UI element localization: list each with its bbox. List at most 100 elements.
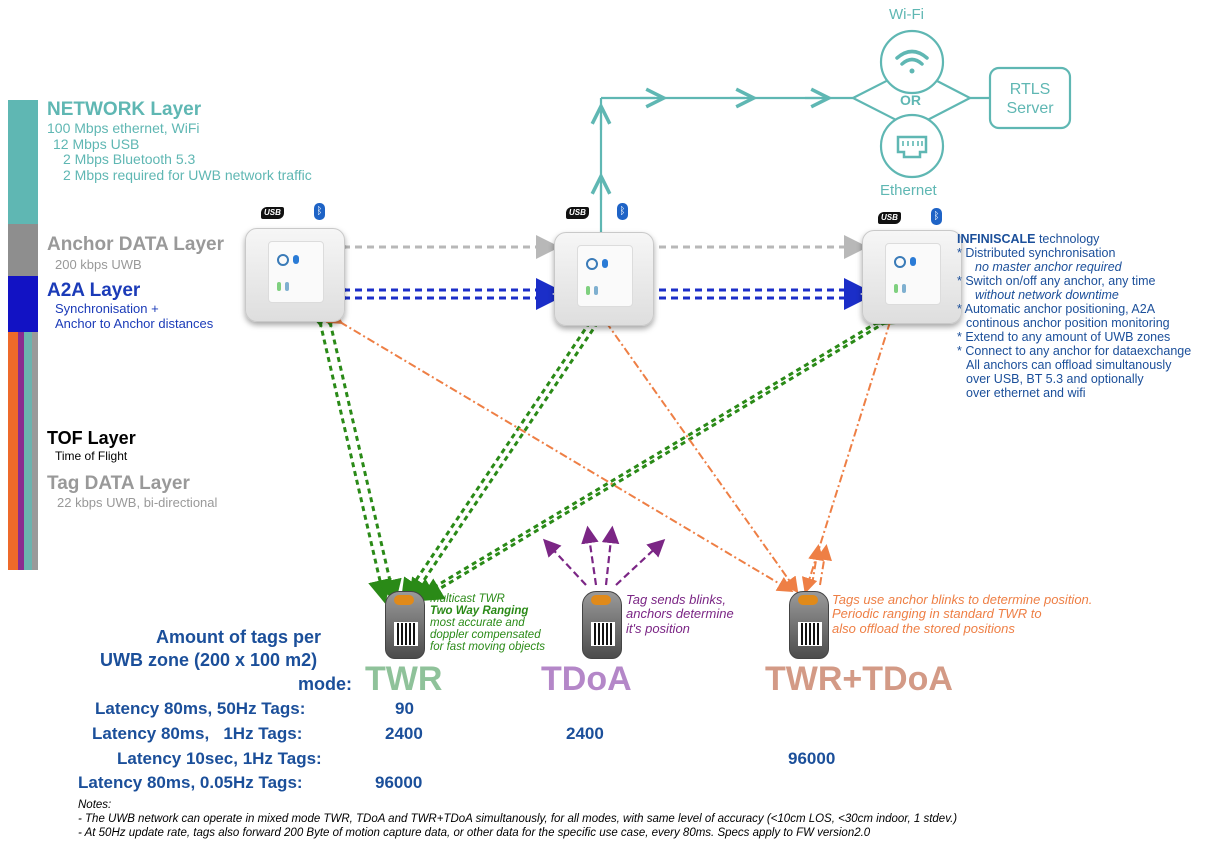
tdoa-blink-left [543,538,587,586]
tdoa-note-line: it's position [626,620,690,636]
twr-note-line: most accurate and [430,617,525,630]
infiniscale-panel: INFINISCALE technology * Distributed syn… [957,232,1219,400]
mode-tdoa: TDoA [541,660,632,698]
row-label: Latency 10sec, 1Hz Tags: [117,749,322,768]
twr-note-line: doppler compensated [430,629,541,642]
twrtdoa-note-line: Periodic ranging in standard TWR to [832,606,1042,622]
rtls-label-line: RTLS [1009,81,1051,98]
server-label-line: Server [1006,100,1054,118]
twrtdoa-links [325,307,902,594]
ethernet-circle [879,113,945,179]
mode-twrtdoa: TWR+TDoA [765,660,953,698]
anchor-bluetooth-icon [602,259,608,268]
anchor-device-right [862,230,962,324]
tdoa-blinks [543,525,666,586]
anchor-bluetooth-icon [293,255,299,264]
tag-qr-code [591,622,615,646]
twrtdoa-blink-1 [808,544,824,586]
usb-icon: USB [878,212,901,224]
wifi-icon [895,49,929,74]
anchor-logo-icon [894,256,906,268]
row-value-twr: 2400 [385,724,423,743]
infiniscale-item: * Distributed synchronisation [957,246,1116,260]
tag-device-twr [385,591,425,659]
or-label: OR [900,92,921,108]
infiniscale-item: * Automatic anchor positioning, A2A [957,302,1156,316]
rtls-server-label: RTLS Server [990,80,1070,118]
twrtdoa-blink-2 [816,544,832,586]
table-header-1: Amount of tags per [156,627,321,647]
tdoa-blink-right [615,538,666,586]
infiniscale-item: no master anchor required [975,260,1122,274]
anchor-face [885,243,941,305]
anchor-data-layer-title: Anchor DATA Layer [47,234,225,255]
notes-line: - At 50Hz update rate, tags also forward… [78,826,871,839]
tdoa-note-line: Tag sends blinks, [626,592,726,607]
rtls-server-box [988,66,1072,130]
infiniscale-title-bold: INFINISCALE [957,232,1036,246]
tag-data-layer-bar-2 [32,332,38,570]
twr-link-a1 [304,301,392,604]
tag-qr-code [798,622,822,646]
tag-data-layer-sub: 22 kbps UWB, bi-directional [57,495,218,510]
tof-layer-bar-2 [18,332,24,570]
anchor-data-layer-bar [8,224,38,276]
anchor-face [268,241,324,303]
tag-data-layer-title: Tag DATA Layer [47,473,190,494]
wifi-label: Wi-Fi [889,6,924,23]
infiniscale-title-rest: technology [1035,232,1100,246]
tag-device-twrtdoa [789,591,829,659]
notes-title: Notes: [78,799,112,811]
infiniscale-item: All anchors can offload simultanously [966,358,1172,372]
anchor-device-left [245,228,345,322]
infiniscale-item: * Switch on/off any anchor, any time [957,274,1156,288]
a2a-layer-lines: Synchronisation + Anchor to Anchor dista… [55,301,214,331]
tag-led-icon [394,595,414,605]
row-value-twrtdoa: 96000 [788,749,836,768]
a2a-layer-title: A2A Layer [47,280,141,301]
tof-layer-bar [8,332,18,570]
a2a-line: Anchor to Anchor distances [55,315,214,331]
infiniscale-item: * Extend to any amount of UWB zones [957,330,1171,344]
mode-label: mode: [298,674,352,694]
twrtdoa-link-a2 [592,307,799,594]
infiniscale-item: over USB, BT 5.3 and optionally [966,372,1144,386]
infiniscale-title: INFINISCALE technology [957,232,1219,246]
tag-led-icon [591,595,611,605]
ethernet-label: Ethernet [880,182,937,199]
network-layer-lines: 100 Mbps ethernet, WiFi 12 Mbps USB 2 Mb… [47,120,312,184]
network-layer-bar [8,100,38,224]
twr-link-a1b [314,301,402,604]
ethernet-icon [896,135,928,159]
twrtdoa-link-a3 [801,308,902,594]
infiniscale-item: without network downtime [975,288,1119,302]
tdoa-blink-mid-left [581,525,599,586]
notes-line: - The UWB network can operate in mixed m… [78,812,958,825]
tag-data-layer-bar [24,332,32,570]
tdoa-blink-mid-right [601,525,620,586]
twr-note-line: for fast moving objects [430,641,546,654]
tdoa-note: Tag sends blinks, anchors determine it's… [626,592,734,636]
usb-icon: USB [566,207,589,219]
twrtdoa-note: Tags use anchor blinks to determine posi… [832,592,1093,636]
twrtdoa-link-a1 [325,308,794,593]
twrtdoa-note-line: Tags use anchor blinks to determine posi… [832,592,1093,607]
twrtdoa-note-line: also offload the stored positions [832,620,1015,636]
twr-note: Multicast TWR Two Way Ranging most accur… [430,593,545,653]
anchor-led-icon [586,286,590,295]
row-value-tdoa: 2400 [566,724,604,743]
tag-device-tdoa [582,591,622,659]
tof-layer-title: TOF Layer [47,428,136,448]
row-value-twr: 96000 [375,773,423,792]
twr-link-a2 [400,300,611,603]
wifi-circle [879,29,945,95]
twr-note-line: Multicast TWR [430,593,505,605]
table-header-2: UWB zone (200 x 100 m2) [100,650,318,670]
notes: Notes: - The UWB network can operate in … [78,799,957,840]
anchor-led-icon [902,284,906,293]
anchor-data-layer-sub: 200 kbps UWB [55,257,142,272]
row-label: Latency 80ms, 50Hz Tags: [95,699,306,718]
infiniscale-item: over ethernet and wifi [966,386,1086,400]
